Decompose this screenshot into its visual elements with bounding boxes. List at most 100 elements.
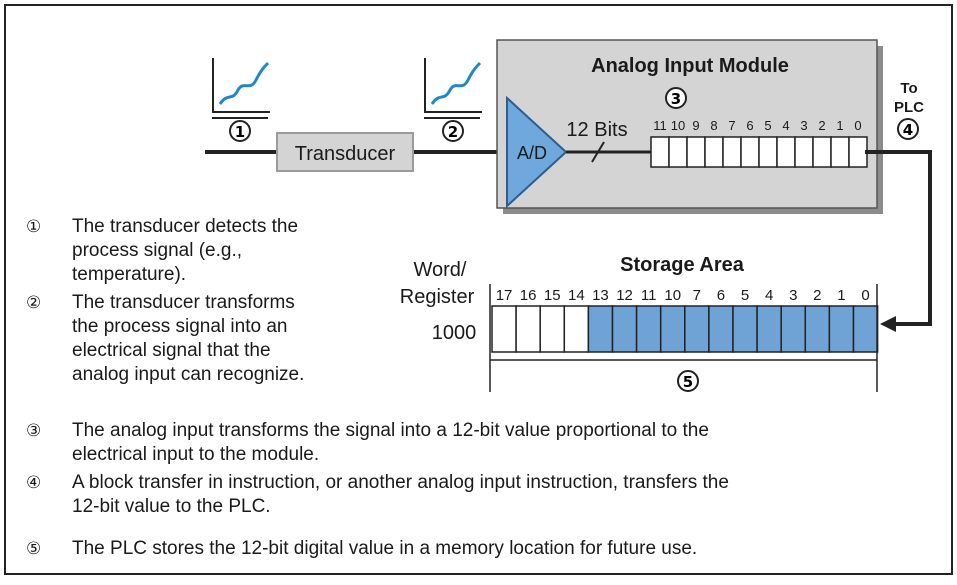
marker-3	[665, 87, 687, 109]
storage-bit-label: 12	[616, 287, 633, 304]
bits-label: 12 Bits	[566, 119, 627, 141]
storage-bit-label: 6	[717, 287, 725, 304]
storage-bit-label: 11	[641, 287, 657, 304]
note-text-line: electrical signal that the	[72, 340, 271, 361]
note-text-line: The analog input transforms the signal i…	[72, 420, 709, 441]
note-marker: ①	[26, 217, 41, 237]
bus-width-slash	[591, 141, 605, 163]
storage-bit-cell-filled	[780, 305, 807, 353]
module-bit-label: 6	[746, 118, 753, 133]
to-plc-label-1: To	[900, 80, 917, 97]
storage-bit-cell-filled	[659, 305, 686, 353]
module-bit-cell	[776, 136, 796, 168]
storage-bit-cell-filled	[852, 305, 879, 353]
note-marker: ②	[26, 293, 41, 313]
storage-bit-cell-filled	[611, 305, 638, 353]
note-text-line: A block transfer in instruction, or anot…	[72, 472, 729, 493]
storage-bit-cell	[515, 305, 541, 353]
register-address: 1000	[432, 322, 477, 344]
storage-bit-cell-filled	[828, 305, 855, 353]
module-bit-cell	[830, 136, 850, 168]
module-bit-cell	[704, 136, 724, 168]
note-marker: ④	[26, 473, 41, 493]
module-bit-cell	[668, 136, 688, 168]
storage-bit-label: 0	[861, 287, 869, 304]
storage-bit-cell	[539, 305, 566, 353]
storage-bit-label: 10	[664, 287, 681, 304]
note-text-line: 12-bit value to the PLC.	[72, 496, 271, 517]
storage-bit-cell-filled	[804, 305, 831, 353]
note-text-line: the process signal into an	[72, 316, 287, 337]
note-marker: ⑤	[26, 539, 41, 559]
module-bit-label: 9	[692, 118, 699, 133]
note-text-line: The PLC stores the 12-bit digital value …	[72, 538, 697, 559]
analog-input-module	[496, 39, 878, 209]
signal-graph-1-icon	[212, 58, 270, 113]
marker-2	[442, 120, 464, 142]
storage-bit-cell-filled	[684, 305, 710, 353]
marker-5-label: 5	[683, 373, 693, 391]
module-bit-label: 5	[764, 118, 771, 133]
marker-1-label: 1	[235, 123, 245, 141]
module-bit-label: 2	[818, 118, 825, 133]
storage-bit-label: 4	[765, 287, 773, 304]
storage-bit-label: 2	[813, 287, 821, 304]
module-title: Analog Input Module	[591, 55, 789, 77]
storage-bit-label: 7	[693, 287, 701, 304]
storage-title: Storage Area	[620, 254, 745, 276]
module-bit-label: 1	[836, 118, 843, 133]
storage-bit-label: 13	[592, 287, 609, 304]
storage-bit-label: 1	[837, 287, 845, 304]
module-bit-label: 0	[854, 118, 861, 133]
storage-bit-cell	[563, 305, 590, 353]
transducer-label: Transducer	[295, 143, 396, 165]
note-text-line: The transducer detects the	[72, 216, 298, 237]
module-bit-label: 8	[710, 118, 717, 133]
word-label-2: Register	[400, 286, 475, 308]
storage-bit-cell	[491, 305, 517, 353]
module-bit-label: 4	[782, 118, 789, 133]
marker-3-label: 3	[671, 90, 681, 108]
module-bit-cell	[650, 136, 670, 168]
module-bit-cell	[812, 136, 832, 168]
transfer-path	[865, 150, 932, 326]
to-plc-label-2: PLC	[894, 99, 924, 116]
transducer-box	[276, 132, 414, 172]
note-text-line: temperature).	[72, 264, 186, 285]
marker-1	[229, 120, 251, 142]
module-bit-cell	[758, 136, 778, 168]
storage-bit-label: 5	[741, 287, 749, 304]
note-text-line: The transducer transforms	[72, 292, 295, 313]
storage-bit-cell-filled	[635, 305, 662, 353]
marker-5	[677, 370, 699, 392]
storage-bit-label: 3	[789, 287, 797, 304]
storage-bit-cell-filled	[756, 305, 782, 353]
marker-4	[897, 118, 919, 140]
signal-graph-2-icon	[424, 58, 482, 113]
module-bit-label: 7	[728, 118, 735, 133]
storage-bit-label: 15	[544, 287, 561, 304]
ad-converter-label: A/D	[517, 143, 547, 163]
module-bit-label: 3	[800, 118, 807, 133]
module-bit-label: 11	[653, 118, 667, 133]
marker-4-label: 4	[903, 121, 913, 139]
storage-bit-label: 14	[568, 287, 585, 304]
note-text-line: analog input can recognize.	[72, 364, 304, 385]
transfer-arrowhead	[880, 316, 896, 332]
storage-bit-cell-filled	[732, 305, 758, 353]
storage-bit-cell-filled	[708, 305, 734, 353]
module-bit-cell	[794, 136, 814, 168]
storage-bit-label: 17	[496, 287, 513, 304]
storage-bit-cell-filled	[587, 305, 614, 353]
note-text-line: electrical input to the module.	[72, 444, 319, 465]
module-bit-label: 10	[671, 118, 685, 133]
marker-2-label: 2	[448, 123, 458, 141]
storage-bit-label: 16	[520, 287, 537, 304]
word-label-1: Word/	[414, 259, 467, 281]
ad-converter	[506, 95, 568, 209]
